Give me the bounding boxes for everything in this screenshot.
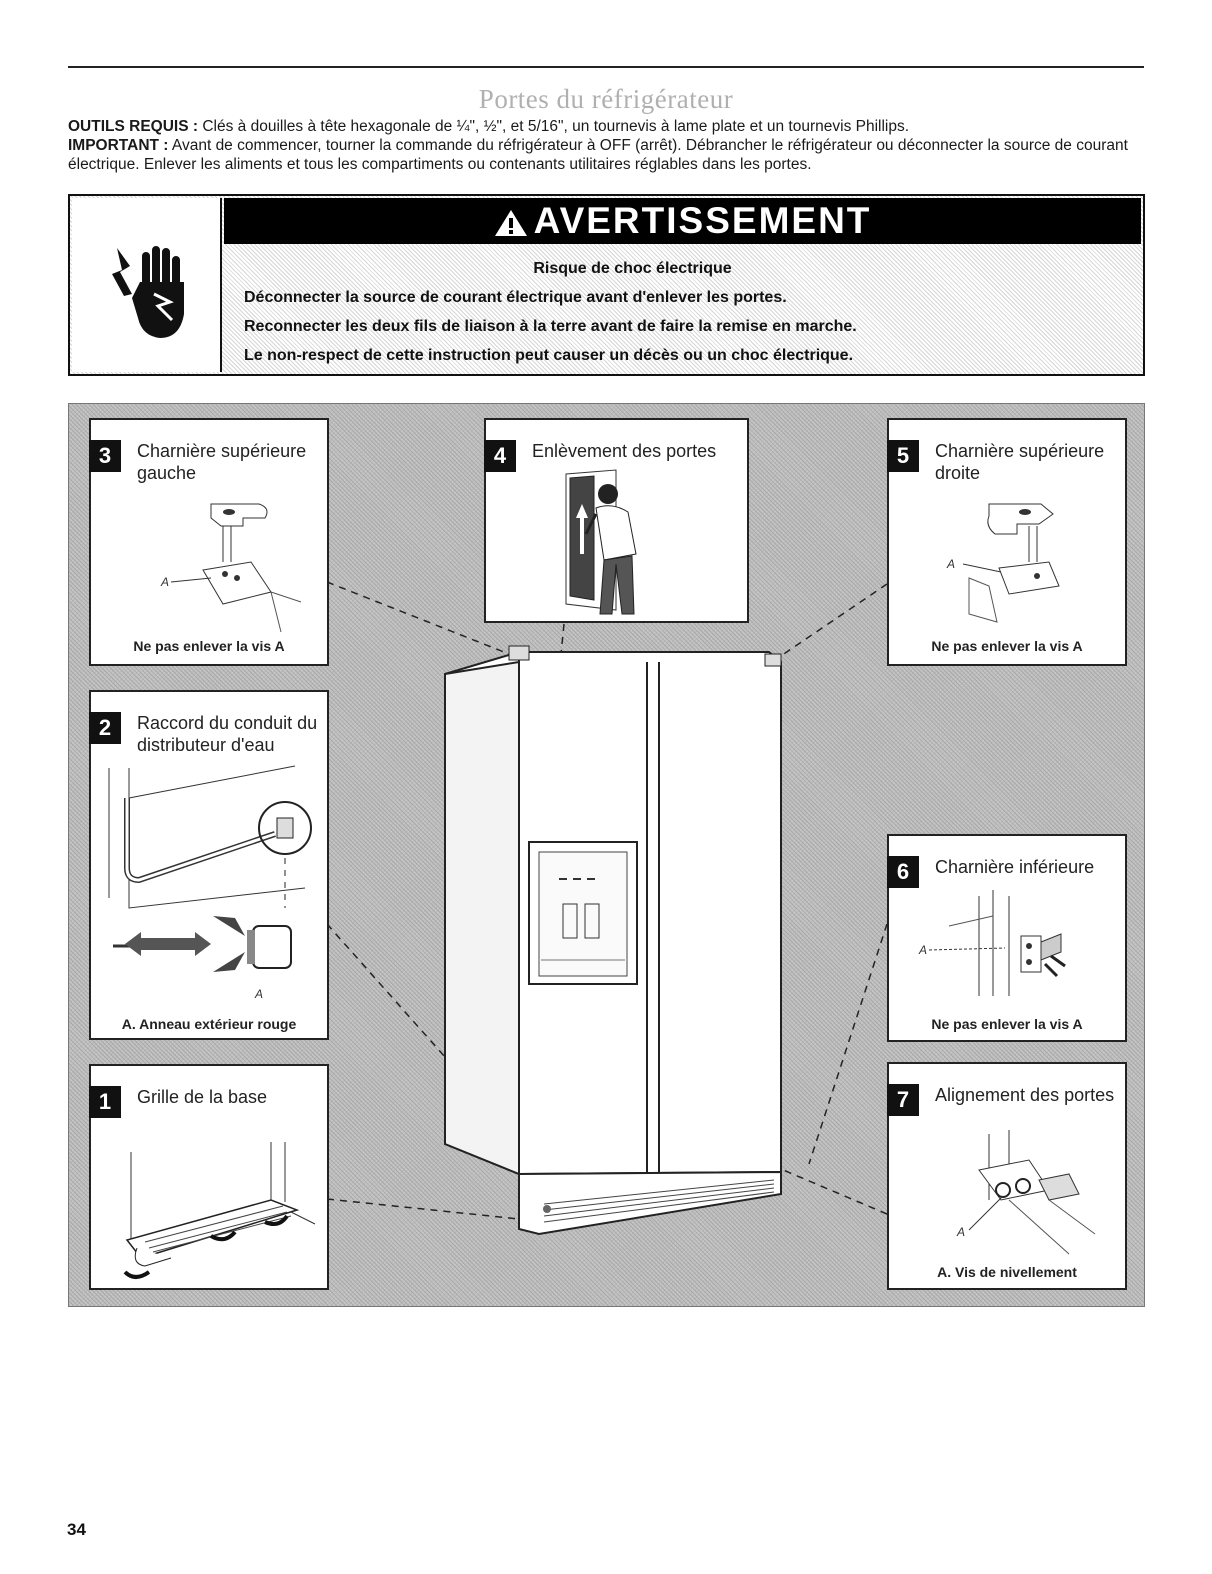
bottom-hinge-icon: A: [918, 890, 1066, 996]
door-removal-icon: [565, 469, 637, 615]
step-3-caption: Ne pas enlever la vis A: [133, 638, 285, 654]
step-1-panel: 1 Grille de la base: [89, 1064, 329, 1290]
top-right-hinge-icon: A: [946, 503, 1060, 623]
warning-box: AVERTISSEMENT Risque de choc électrique …: [68, 194, 1145, 376]
water-line-connector-icon: A: [108, 765, 312, 1001]
step-7-title: Alignement des portes: [935, 1085, 1115, 1105]
step-2-panel: 2 Raccord du conduit du distributeur d'e…: [89, 690, 329, 1040]
step-5-panel: 5 Charnière supérieure droite A Ne pas e…: [887, 418, 1127, 666]
warning-line-2: Reconnecter les deux fils de liaison à l…: [244, 318, 857, 335]
step-3-title: Charnière supérieure gauche: [137, 441, 307, 483]
door-alignment-icon: A: [956, 1130, 1096, 1255]
step-4-number: 4: [484, 440, 516, 472]
step-6-label-a: A: [918, 943, 927, 957]
base-grille-icon: [123, 1142, 316, 1279]
step-3-number: 3: [89, 440, 121, 472]
tools-text: Clés à douilles à tête hexagonale de ¼",…: [198, 118, 910, 135]
step-7-caption: A. Vis de nivellement: [937, 1264, 1077, 1280]
step-2-caption: A. Anneau extérieur rouge: [121, 1016, 297, 1032]
step-2-title: Raccord du conduit du distributeur d'eau: [137, 713, 318, 755]
step-2-number: 2: [89, 712, 121, 744]
warning-icon-cell: [72, 198, 222, 372]
door-removal-diagram: 3 Charnière supérieure gauche A Ne pas e…: [68, 403, 1145, 1307]
step-6-title: Charnière inférieure: [935, 857, 1095, 877]
step-4-title: Enlèvement des portes: [532, 441, 717, 461]
warning-headline: Risque de choc électrique: [533, 260, 732, 277]
step-5-number: 5: [887, 440, 919, 472]
step-5-label-a: A: [946, 557, 955, 571]
warning-triangle-icon: [494, 210, 527, 237]
page-number: 34: [67, 1520, 86, 1539]
step-4-panel: 4 Enlèvement des portes: [484, 418, 749, 623]
warning-text: Risque de choc électrique Déconnecter la…: [244, 254, 1141, 370]
step-1-title: Grille de la base: [137, 1087, 268, 1107]
warning-body: AVERTISSEMENT Risque de choc électrique …: [224, 198, 1141, 372]
step-7-label-a: A: [956, 1225, 965, 1239]
warning-line-1: Déconnecter la source de courant électri…: [244, 289, 787, 306]
refrigerator-body: [444, 645, 782, 1236]
step-6-number: 6: [887, 856, 919, 888]
tools-paragraph: OUTILS REQUIS : Clés à douilles à tête h…: [68, 117, 1148, 136]
top-rule: [68, 66, 1144, 68]
step-3-label-a: A: [160, 575, 169, 589]
step-5-title: Charnière supérieure droite: [935, 441, 1105, 483]
important-text: Avant de commencer, tourner la commande …: [68, 137, 1128, 173]
step-2-label-a: A: [254, 987, 263, 1001]
tools-label: OUTILS REQUIS :: [68, 118, 199, 135]
step-5-caption: Ne pas enlever la vis A: [931, 638, 1083, 654]
step-7-number: 7: [887, 1084, 919, 1116]
step-6-caption: Ne pas enlever la vis A: [931, 1016, 1083, 1032]
step-6-panel: 6 Charnière inférieure A Ne pas enlever …: [887, 834, 1127, 1042]
leader-lines: [326, 581, 888, 1220]
important-label: IMPORTANT :: [68, 137, 169, 154]
top-left-hinge-icon: A: [160, 503, 302, 633]
intro-text: OUTILS REQUIS : Clés à douilles à tête h…: [68, 117, 1148, 174]
warning-line-3: Le non-respect de cette instruction peut…: [244, 347, 854, 364]
step-7-panel: 7 Alignement des portes A A. Vis de nive…: [887, 1062, 1127, 1290]
important-paragraph: IMPORTANT : Avant de commencer, tourner …: [68, 136, 1148, 174]
warning-banner-text: AVERTISSEMENT: [533, 200, 872, 241]
refrigerator-illustration: [326, 581, 888, 1236]
warning-banner: AVERTISSEMENT: [224, 198, 1141, 244]
step-3-panel: 3 Charnière supérieure gauche A Ne pas e…: [89, 418, 329, 666]
page-title: Portes du réfrigérateur: [478, 84, 734, 114]
step-1-number: 1: [89, 1086, 121, 1118]
electric-shock-hand-icon: [112, 246, 184, 338]
